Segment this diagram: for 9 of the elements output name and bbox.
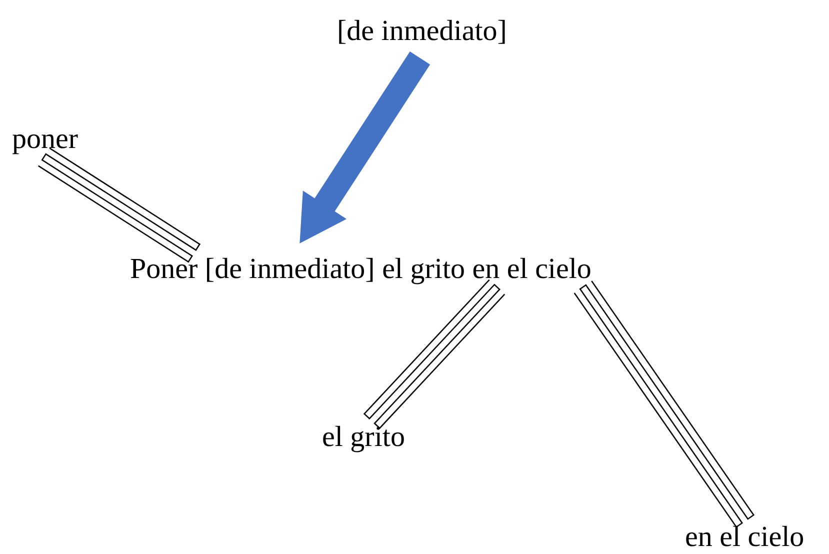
text-label: el grito xyxy=(322,420,405,454)
text-label: Poner [de inmediato] el grito en el cielo xyxy=(130,252,592,286)
block-arrow xyxy=(300,51,430,244)
parallel-lines xyxy=(574,280,755,528)
parallel-lines xyxy=(38,148,201,263)
parallel-lines xyxy=(363,279,506,430)
text-label: [de inmediato] xyxy=(337,14,507,48)
text-label: poner xyxy=(12,122,78,156)
text-label: en el cielo xyxy=(685,520,804,554)
